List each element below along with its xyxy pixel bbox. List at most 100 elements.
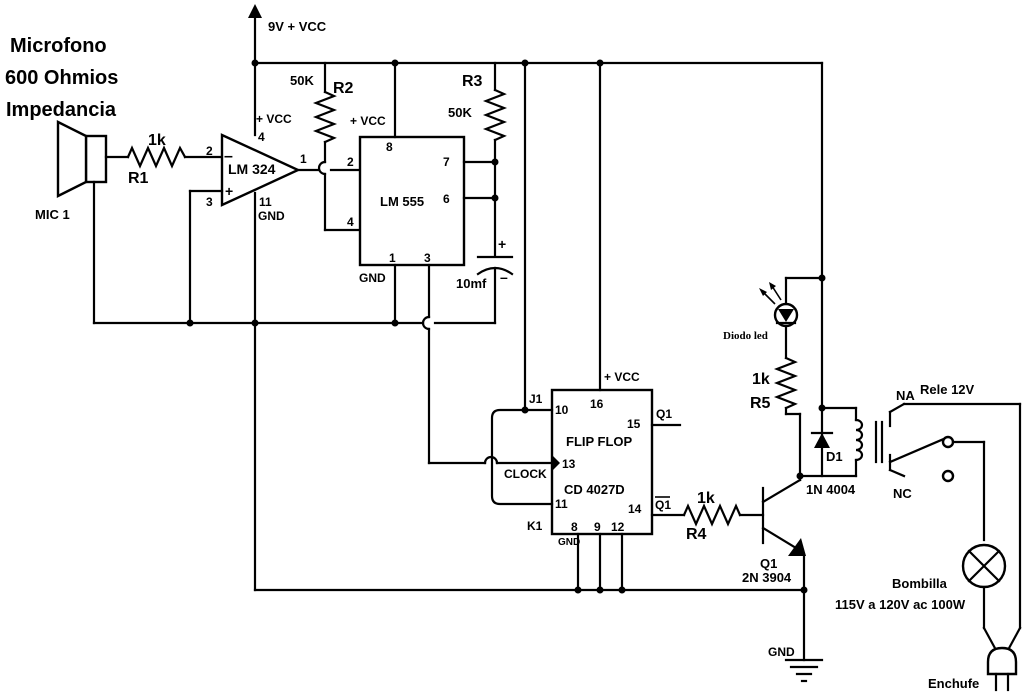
relay-name: Rele 12V — [920, 382, 975, 397]
lm555-gnd-label: GND — [359, 271, 386, 285]
diode-triangle-icon — [814, 433, 830, 448]
relay-nc: NC — [893, 486, 912, 501]
junctions — [186, 59, 826, 594]
r4-value: 1k — [697, 490, 715, 507]
lamp-name: Bombilla — [892, 576, 948, 591]
resistor-r1: 1k R1 — [126, 132, 187, 187]
flipflop-pin-12: 12 — [611, 520, 625, 534]
supply-arrow-icon — [248, 4, 262, 18]
transistor-q1: Q1 2N 3904 — [742, 478, 806, 585]
opamp-vcc-label: + VCC — [256, 112, 292, 126]
flipflop-q1-bar: Q1 — [655, 498, 671, 512]
flipflop-q1: Q1 — [656, 407, 672, 421]
plug-enchufe: Enchufe — [928, 646, 1018, 692]
r3-name: R3 — [462, 73, 483, 90]
opamp-pin-2: 2 — [206, 144, 213, 158]
speaker-icon — [56, 120, 88, 198]
r1-value: 1k — [148, 132, 166, 149]
capacitor-label: 10mf — [456, 276, 487, 291]
opamp-gnd-label: GND — [258, 209, 285, 223]
title-line-2: 600 Ohmios — [5, 67, 118, 89]
opamp-triangle — [220, 133, 301, 207]
transistor-part: 2N 3904 — [742, 570, 792, 585]
lm555-pin-1: 1 — [389, 251, 396, 265]
led-indicator: Diodo led — [723, 282, 799, 342]
diode-part: 1N 4004 — [806, 482, 856, 497]
flipflop-k1: K1 — [527, 519, 543, 533]
r2-name: R2 — [333, 80, 354, 97]
capacitor-minus: – — [500, 269, 508, 285]
title-line-3: Impedancia — [6, 99, 117, 121]
opamp-pin-4: 4 — [258, 130, 265, 144]
opamp-lm324: LM 324 – + + VCC 4 2 3 1 11 GND — [206, 112, 307, 223]
flipflop-gnd-label: GND — [558, 537, 580, 548]
title-line-1: Microfono — [10, 35, 107, 57]
r3-value: 50K — [448, 105, 472, 120]
resistor-r4: 1k R4 — [682, 490, 742, 543]
mic-label: MIC 1 — [35, 207, 70, 222]
capacitor-plus: + — [498, 236, 506, 252]
led-label: Diodo led — [723, 330, 768, 342]
ground-label: GND — [768, 645, 795, 659]
lm555-pin-2: 2 — [347, 155, 354, 169]
flipflop-pin-16: 16 — [590, 397, 604, 411]
lm555-vcc-label: + VCC — [350, 114, 386, 128]
relay-12v: NA Rele 12V NC — [820, 382, 975, 501]
flipflop-clock-label: CLOCK — [504, 467, 547, 481]
flipflop-pin-13: 13 — [562, 457, 576, 471]
opamp-minus: – — [224, 148, 233, 165]
opamp-name: LM 324 — [228, 161, 276, 177]
r5-name: R5 — [750, 395, 771, 412]
emitter-arrow-icon — [788, 538, 806, 556]
title-block: Microfono 600 Ohmios Impedancia — [5, 35, 118, 121]
r5-value: 1k — [752, 371, 770, 388]
flipflop-box — [550, 388, 654, 536]
clock-triangle-icon — [552, 455, 560, 471]
resistor-r5: 1k R5 — [750, 356, 799, 412]
plug-label: Enchufe — [928, 676, 979, 691]
lm555-box — [358, 135, 466, 267]
flipflop-line1: FLIP FLOP — [566, 434, 633, 449]
transistor-name: Q1 — [760, 556, 777, 571]
flipflop-pin-8: 8 — [571, 520, 578, 534]
opamp-pin-1: 1 — [300, 152, 307, 166]
lm555-pin-6: 6 — [443, 192, 450, 206]
flipflop-cd4027d: FLIP FLOP CD 4027D + VCC 16 J1 10 15 Q1 … — [504, 370, 672, 548]
ground-symbol: GND — [768, 645, 824, 683]
r1-name: R1 — [128, 170, 149, 187]
lamp-bombilla: Bombilla 115V a 120V ac 100W — [835, 543, 1007, 612]
microphone: MIC 1 — [35, 120, 108, 222]
led-triangle-icon — [778, 309, 794, 322]
flipflop-pin-14: 14 — [628, 502, 642, 516]
mic-body — [84, 134, 108, 184]
diode-name: D1 — [826, 449, 843, 464]
diode-d1: D1 1N 4004 — [806, 431, 856, 497]
timer-lm555: LM 555 + VCC 8 2 4 7 6 1 3 GND — [347, 114, 466, 285]
flipflop-pin-11: 11 — [555, 497, 568, 511]
flipflop-j1: J1 — [529, 392, 543, 406]
lamp-spec: 115V a 120V ac 100W — [835, 597, 966, 612]
capacitor-10mf: + – 10mf — [456, 236, 514, 325]
flipflop-vcc-label: + VCC — [604, 370, 640, 384]
flipflop-pin-15: 15 — [627, 417, 641, 431]
relay-switch-arm — [888, 436, 948, 464]
lm555-name: LM 555 — [380, 194, 424, 209]
relay-na: NA — [896, 388, 915, 403]
lm555-pin-4: 4 — [347, 215, 354, 229]
lm555-pin-7: 7 — [443, 155, 450, 169]
opamp-pin-3: 3 — [206, 195, 213, 209]
plug-icon — [986, 646, 1018, 676]
r4-name: R4 — [686, 526, 707, 543]
flipflop-line2: CD 4027D — [564, 482, 625, 497]
opamp-plus: + — [225, 183, 233, 199]
lm555-pin-3: 3 — [424, 251, 431, 265]
resistor-r2: 50K R2 — [290, 61, 362, 232]
supply-rail: 9V + VCC — [248, 4, 824, 137]
flipflop-pin-10: 10 — [555, 403, 569, 417]
opamp-pin-11: 11 — [259, 195, 272, 209]
flipflop-pin-9: 9 — [594, 520, 601, 534]
r2-value: 50K — [290, 73, 314, 88]
lm555-pin-8: 8 — [386, 140, 393, 154]
supply-label: 9V + VCC — [268, 19, 327, 34]
